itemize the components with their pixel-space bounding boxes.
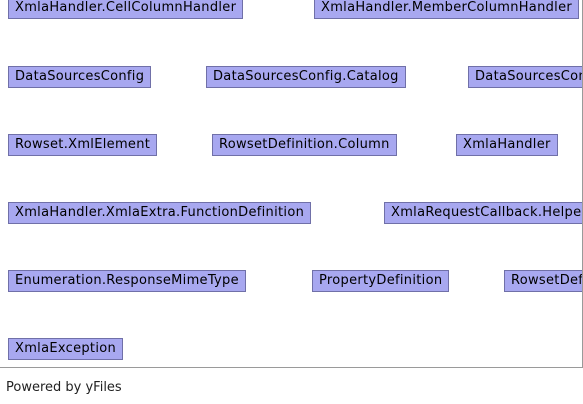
class-node-datasourcesconfig-datasource[interactable]: DataSourcesConfig.DataSource [468,66,582,88]
class-node-datasourcesconfig-catalog[interactable]: DataSourcesConfig.Catalog [206,66,406,88]
diagram-canvas: XmlaHandler.CellColumnHandler XmlaHandle… [0,0,583,368]
class-node-rowsetdefinition[interactable]: RowsetDefinition [504,270,582,292]
class-node-xmlahandler-membercolumnhandler[interactable]: XmlaHandler.MemberColumnHandler [314,0,580,19]
class-node-propertydefinition[interactable]: PropertyDefinition [312,270,450,292]
class-node-xmlahandler-cellcolumnhandler[interactable]: XmlaHandler.CellColumnHandler [8,0,244,19]
class-node-datasourcesconfig[interactable]: DataSourcesConfig [8,66,152,88]
class-node-xmlahandler-xmlaextra-functiondefinition[interactable]: XmlaHandler.XmlaExtra.FunctionDefinition [8,202,312,224]
class-node-rowsetdefinition-column[interactable]: RowsetDefinition.Column [212,134,397,156]
class-node-enumeration-responsemimetype[interactable]: Enumeration.ResponseMimeType [8,270,246,292]
class-node-rowset-xmlelement[interactable]: Rowset.XmlElement [8,134,158,156]
class-node-xmlarequestcallback-helper[interactable]: XmlaRequestCallback.Helper [384,202,582,224]
class-node-xmlaexception[interactable]: XmlaException [8,338,124,360]
powered-by-footer: Powered by yFiles [6,380,122,395]
class-node-xmlahandler[interactable]: XmlaHandler [456,134,558,156]
